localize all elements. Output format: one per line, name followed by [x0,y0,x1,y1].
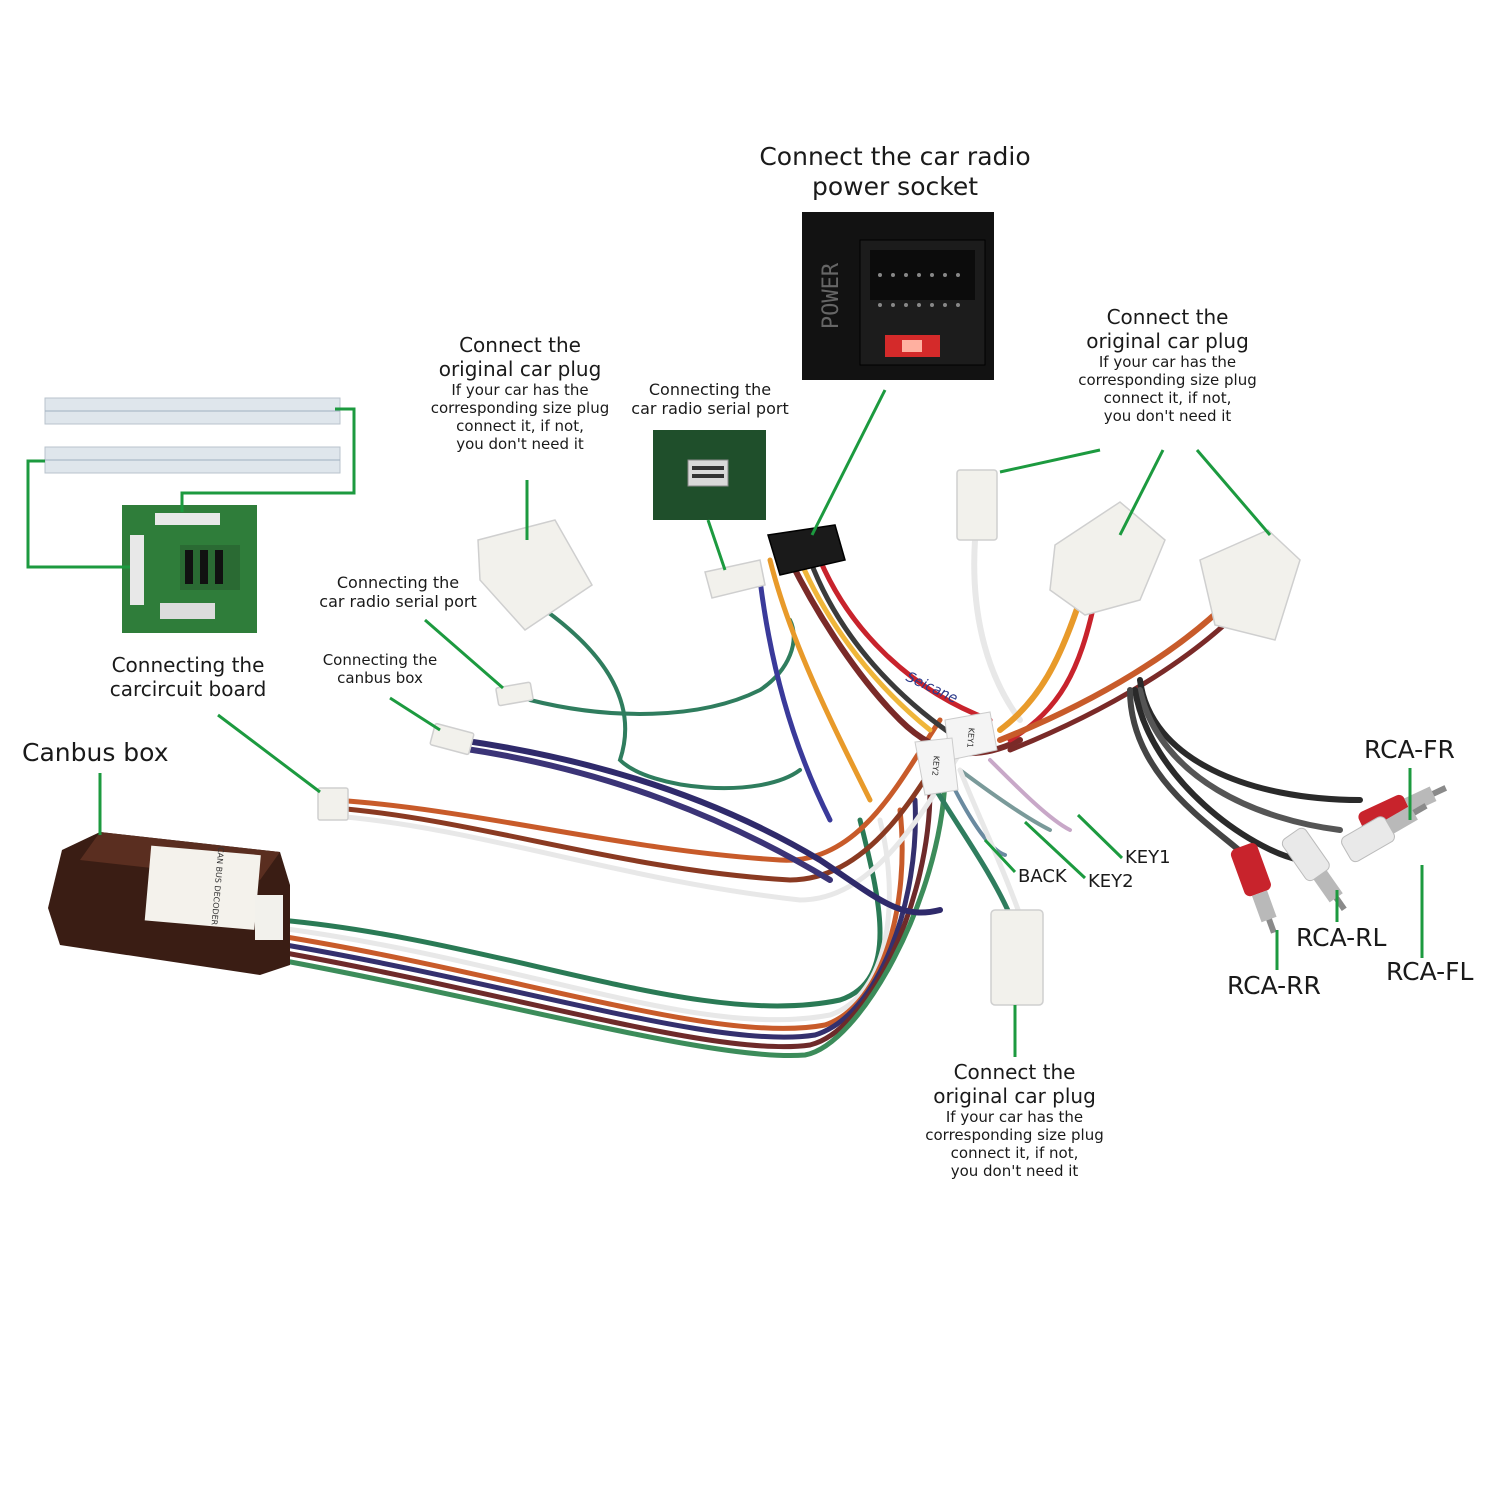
leader-key2 [1023,820,1087,880]
label-plug-left-note3: connect it, if not, [456,417,584,435]
label-plug-right-note2: corresponding size plug [1078,371,1257,389]
wire-bundle-main [277,537,1363,1059]
label-plug-left: Connect the original car plug If your ca… [420,333,620,453]
label-plug-right: Connect the original car plug If your ca… [1065,305,1270,425]
label-plug-bottom-note3: connect it, if not, [950,1144,1079,1162]
leader-power-socket [810,389,887,536]
label-power-socket-line2: power socket [811,172,979,201]
label-power-socket-line1: Connect the car radio [759,142,1031,171]
leader-circuit-board [217,713,321,794]
leader-canbus-conn [389,696,441,732]
label-rca-fr: RCA-FR [1364,735,1455,764]
circuit-board [122,505,257,633]
label-canbus-conn: Connecting the canbus box [305,651,455,687]
connectors [317,469,1301,1006]
label-canbus-conn-line2: canbus box [337,669,423,687]
label-serial-mid-line1: Connecting the [336,573,460,592]
label-key2: KEY2 [1088,871,1134,892]
rca-rr-plug [1230,843,1277,934]
label-plug-left-note2: corresponding size plug [430,399,610,417]
label-circuit-board-line1: Connecting the [111,653,265,677]
rca-rl-plug [1281,827,1347,912]
label-plug-left-note4: you don't need it [456,435,584,453]
label-serial-top: Connecting the car radio serial port [620,380,800,418]
leader-key1 [1076,813,1124,860]
label-power-socket: Connect the car radio power socket [740,142,1050,202]
label-plug-bottom-title2: original car plug [933,1084,1096,1108]
label-canbus-conn-line1: Connecting the [322,651,438,669]
serial-port-photo [653,430,766,520]
key-tag-2-print: KEY2 [930,755,941,776]
label-rca-rr: RCA-RR [1227,971,1321,1000]
leader-ribbon-left [26,459,130,569]
canbus-box-device: CAN BUS DECODER [48,832,290,975]
label-plug-left-title2: original car plug [438,357,602,381]
leader-serial-mid [424,618,504,690]
label-plug-right-title2: original car plug [1086,329,1249,353]
label-rca-rl: RCA-RL [1296,923,1387,952]
label-serial-mid-line2: car radio serial port [319,592,477,612]
leader-ribbon-right [180,407,356,512]
ribbon-cables [44,397,341,474]
leader-serial-top [706,519,727,571]
leader-plug-right-2 [1118,449,1165,536]
label-plug-left-note1: If your car has the [451,381,589,399]
label-serial-top-line1: Connecting the [648,380,772,399]
label-circuit-board: Connecting the carcircuit board [88,653,288,701]
label-serial-mid: Connecting the car radio serial port [308,573,488,611]
leader-lines [26,389,1424,1057]
label-plug-bottom-note2: corresponding size plug [925,1126,1104,1144]
label-plug-bottom-note4: you don't need it [950,1162,1079,1180]
label-canbus-box: Canbus box [22,738,169,767]
label-back: BACK [1018,866,1067,887]
label-rca-fl: RCA-FL [1386,957,1474,986]
label-plug-bottom-note1: If your car has the [945,1108,1084,1126]
label-key1: KEY1 [1125,847,1171,868]
label-plug-right-title1: Connect the [1106,305,1229,329]
power-print: POWER [819,262,844,329]
label-circuit-board-line2: carcircuit board [109,677,267,701]
leader-plug-right-1 [999,448,1101,474]
label-plug-right-note1: If your car has the [1098,353,1237,371]
power-socket-photo: POWER [802,212,994,380]
label-plug-left-title1: Connect the [459,333,581,357]
label-serial-top-line2: car radio serial port [631,399,789,419]
label-plug-right-note3: connect it, if not, [1103,389,1232,407]
key-tag-1-print: KEY1 [965,727,976,748]
label-plug-bottom-title1: Connect the [953,1060,1076,1084]
label-plug-right-note4: you don't need it [1103,407,1232,425]
label-plug-bottom: Connect the original car plug If your ca… [912,1060,1117,1180]
leader-back [983,838,1017,874]
rca-plugs [1230,785,1448,934]
leader-plug-right-3 [1195,449,1272,536]
